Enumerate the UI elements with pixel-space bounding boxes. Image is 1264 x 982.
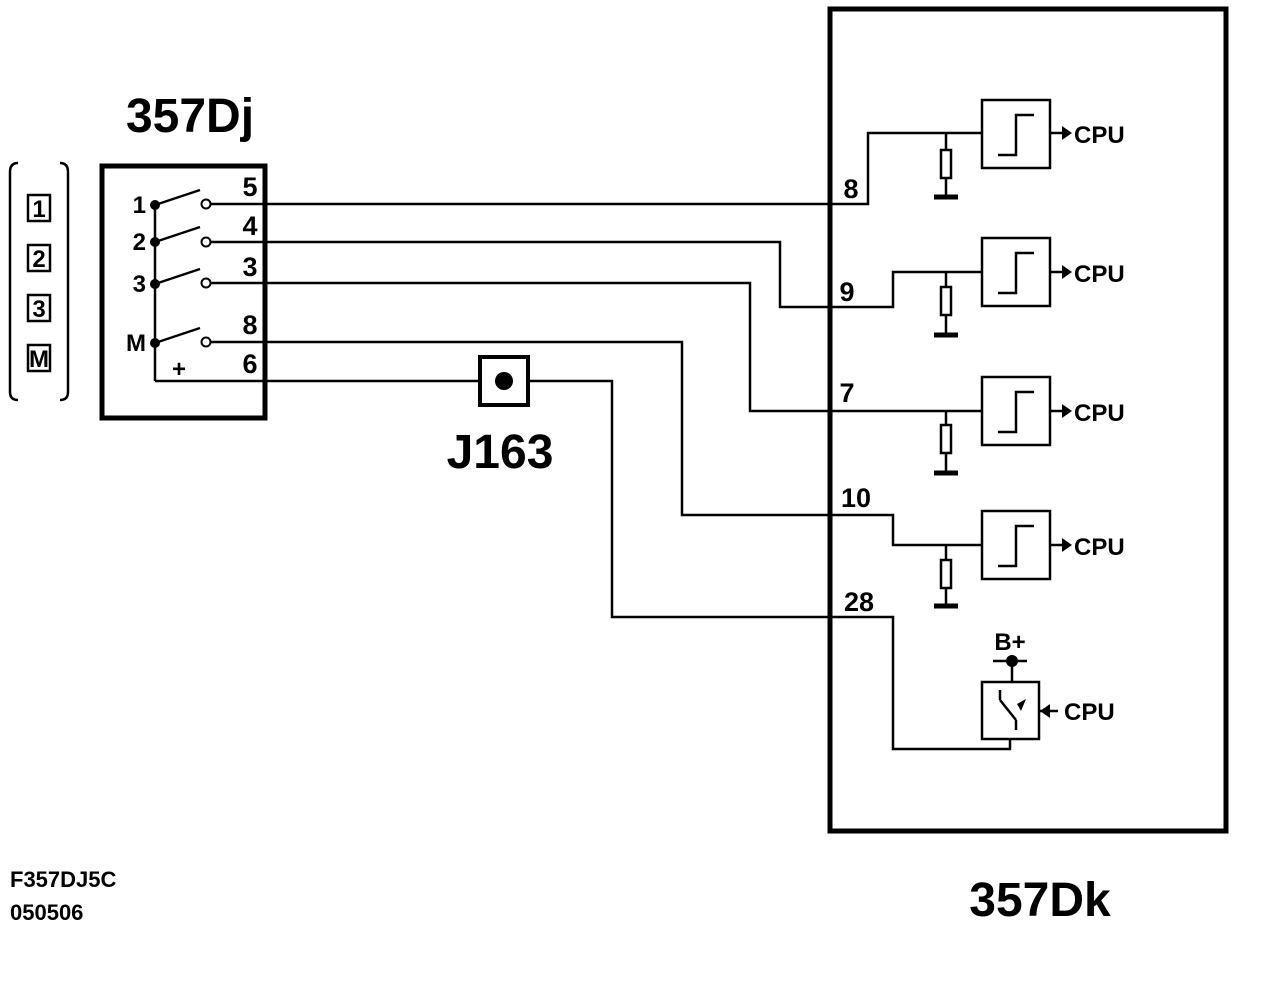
input-pin-9: 9 bbox=[839, 277, 854, 307]
switch-unit-357dj: 357Dj 1 5 2 4 3 3 M 8 + 6 bbox=[99, 90, 268, 421]
cpu-label-driver: CPU bbox=[1064, 699, 1115, 726]
drawing-code: F357DJ5C bbox=[10, 867, 117, 892]
legend-box-2 bbox=[26, 243, 52, 273]
wire-j163-to-pin28 bbox=[528, 379, 1012, 751]
pin-4: 4 bbox=[242, 211, 257, 241]
pin-5: 5 bbox=[242, 172, 257, 202]
wire-pin8-to-pin10 bbox=[265, 340, 982, 547]
output-pin-28: 28 bbox=[844, 587, 874, 617]
contact-label-3: 3 bbox=[133, 271, 146, 298]
control-unit-title: 357Dk bbox=[969, 874, 1111, 927]
driver-box bbox=[980, 680, 1041, 741]
legend-2: 2 bbox=[32, 246, 45, 273]
pin-6: 6 bbox=[242, 349, 257, 379]
connector-j163: J163 bbox=[447, 355, 554, 479]
legend-box-m bbox=[26, 343, 52, 373]
legend-3: 3 bbox=[32, 296, 45, 323]
wiring bbox=[265, 131, 1012, 751]
cpu-label-3: CPU bbox=[1074, 400, 1125, 427]
contact-label-m: M bbox=[126, 330, 146, 357]
selector-legend: 1 2 3 M bbox=[8, 161, 70, 402]
contact-label-1: 1 bbox=[133, 192, 146, 219]
output-driver: B+ CPU bbox=[980, 629, 1115, 741]
common-plus-symbol: + bbox=[172, 356, 186, 383]
contact-label-2: 2 bbox=[133, 229, 146, 256]
input-channel-2: CPU bbox=[934, 236, 1125, 338]
wire-pin3-to-pin7 bbox=[265, 281, 982, 413]
legend-box-1 bbox=[26, 193, 52, 223]
input-pin-7: 7 bbox=[839, 378, 854, 408]
cpu-label-4: CPU bbox=[1074, 534, 1125, 561]
supply-label: B+ bbox=[994, 629, 1025, 656]
switch-unit-box bbox=[99, 163, 268, 421]
input-pin-10: 10 bbox=[841, 483, 871, 513]
legend-1: 1 bbox=[32, 196, 45, 223]
legend-m: M bbox=[29, 346, 49, 373]
wire-pin5-to-pin8 bbox=[265, 131, 982, 206]
input-pin-8: 8 bbox=[843, 174, 858, 204]
wire-pin4-to-pin9 bbox=[265, 240, 982, 309]
cpu-label-1: CPU bbox=[1074, 122, 1125, 149]
pin-3: 3 bbox=[242, 252, 257, 282]
connector-pin-dot bbox=[495, 372, 513, 390]
connector-label: J163 bbox=[447, 426, 554, 479]
input-channel-1: CPU bbox=[934, 98, 1125, 200]
control-unit-357dk: 357Dk 8 9 7 10 28 CPU CPU bbox=[827, 6, 1229, 927]
pin-8: 8 bbox=[242, 310, 257, 340]
legend-box-3 bbox=[26, 293, 52, 323]
drawing-date: 050506 bbox=[10, 900, 83, 925]
cpu-label-2: CPU bbox=[1074, 261, 1125, 288]
control-unit-box bbox=[827, 6, 1229, 834]
input-channel-4: CPU bbox=[934, 509, 1125, 609]
switch-unit-title: 357Dj bbox=[126, 90, 254, 143]
input-channel-3: CPU bbox=[934, 375, 1125, 476]
